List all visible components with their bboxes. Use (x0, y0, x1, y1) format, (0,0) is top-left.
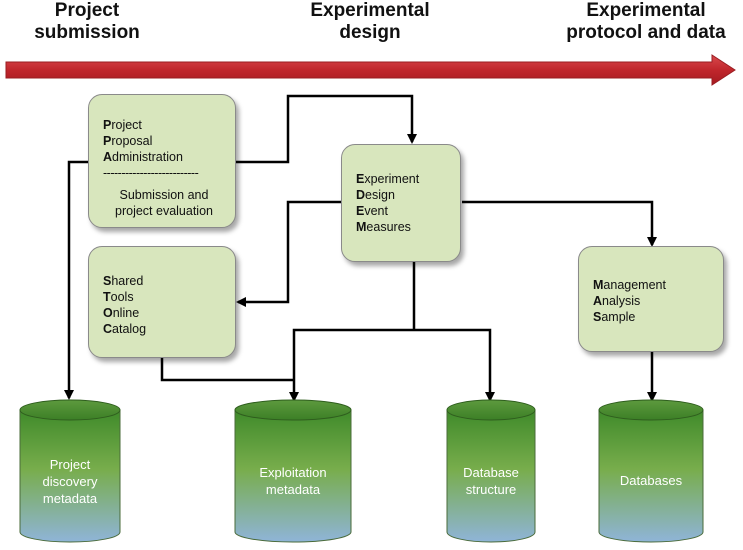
node-line: Administration (103, 150, 183, 164)
database-cylinder-exploitation (234, 399, 352, 543)
database-label-line: metadata (265, 482, 321, 497)
database-label-discovery: Project discovery metadata (20, 456, 120, 507)
node-separator: -------------------------- (103, 166, 199, 180)
database-label-line: metadata (42, 491, 98, 506)
phase-project-submission: Project submission (22, 0, 152, 44)
node-line: Project (103, 118, 142, 132)
database-label-line: Databases (619, 473, 683, 488)
connector-ppa-to-edem (236, 94, 417, 164)
database-label-databases: Databases (599, 472, 703, 489)
phase-line: design (339, 22, 401, 43)
phase-line: Experimental (586, 0, 706, 21)
node-project-proposal-administration: Project Proposal Administration --------… (88, 94, 236, 228)
connector-edem-to-stoc (236, 200, 342, 307)
node-experiment-design-event-measures: Experiment Design Event Measures (341, 144, 461, 262)
phase-experimental-design: Experimental design (300, 0, 440, 44)
node-line: Proposal (103, 134, 153, 148)
phase-protocol-data: Experimental protocol and data (556, 0, 736, 44)
database-cylinder-structure (446, 399, 536, 543)
connector-edem-to-mas (462, 200, 657, 247)
database-cylinder-discovery (19, 399, 121, 543)
node-line: Shared (103, 274, 144, 288)
connector-ppa-to-discovery (64, 160, 88, 400)
database-label-structure: Database structure (447, 464, 535, 498)
node-line: Event (356, 204, 388, 218)
node-line: Management (593, 278, 666, 292)
node-line: Analysis (593, 294, 641, 308)
node-line: Online (103, 306, 140, 320)
node-subtitle: Submission and (119, 188, 209, 202)
connector-branch-exploitation (289, 328, 414, 402)
node-management-analysis-sample: Management Analysis Sample (578, 246, 724, 352)
database-label-line: discovery (42, 474, 98, 489)
database-label-line: Database (463, 465, 519, 480)
phase-line: submission (34, 22, 140, 43)
connector-stoc-to-exploitation (160, 358, 294, 382)
phase-line: Project (54, 0, 120, 21)
database-label-line: Project (49, 457, 91, 472)
node-line: Design (356, 188, 395, 202)
database-label-line: Exploitation (259, 465, 327, 480)
node-line: Tools (103, 290, 134, 304)
node-shared-tools-online-catalog: Shared Tools Online Catalog (88, 246, 236, 358)
connector-branch-structure (414, 328, 495, 402)
timeline-arrow (5, 54, 736, 86)
node-line: Measures (356, 220, 411, 234)
node-line: Experiment (356, 172, 420, 186)
node-subtitle: project evaluation (115, 204, 213, 218)
node-line: Sample (593, 310, 636, 324)
database-label-exploitation: Exploitation metadata (235, 464, 351, 498)
database-cylinder-databases (598, 399, 704, 543)
database-label-line: structure (465, 482, 517, 497)
phase-line: protocol and data (566, 22, 726, 43)
node-line: Catalog (103, 322, 147, 336)
phase-line: Experimental (310, 0, 430, 21)
